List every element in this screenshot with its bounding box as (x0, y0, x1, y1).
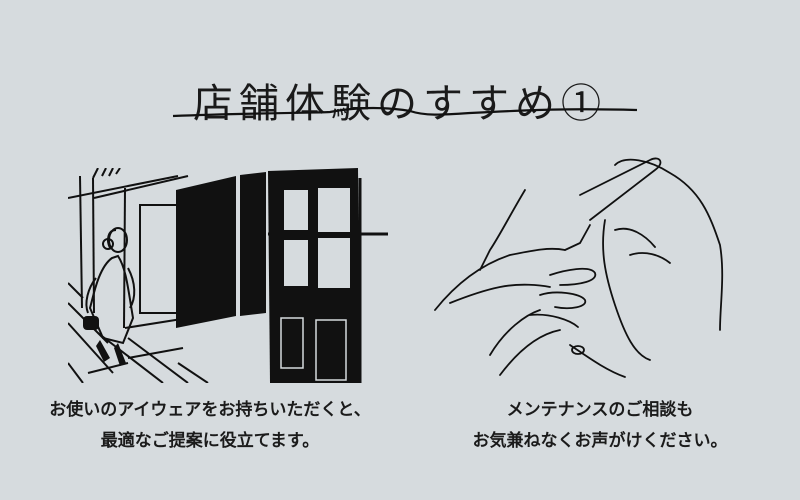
caption-bring-eyewear: お使いのアイウェアをお持ちいただくと、 最適なご提案に役立てます。 (20, 395, 400, 457)
caption-left-line1: お使いのアイウェアをお持ちいただくと、 (49, 400, 371, 420)
caption-right-line1: メンテナンスのご相談も (506, 400, 694, 420)
caption-left-line2: 最適なご提案に役立てます。 (100, 431, 320, 451)
caption-maintenance: メンテナンスのご相談も お気兼ねなくお声がけください。 (410, 395, 790, 457)
caption-right-line2: お気兼ねなくお声がけください。 (472, 431, 728, 451)
woman-entering-store-illustration (68, 168, 388, 383)
page-title: 店舗体験のすすめ① (193, 80, 607, 127)
title-underline (172, 106, 638, 118)
hands-adjusting-eyewear-illustration (434, 157, 724, 378)
